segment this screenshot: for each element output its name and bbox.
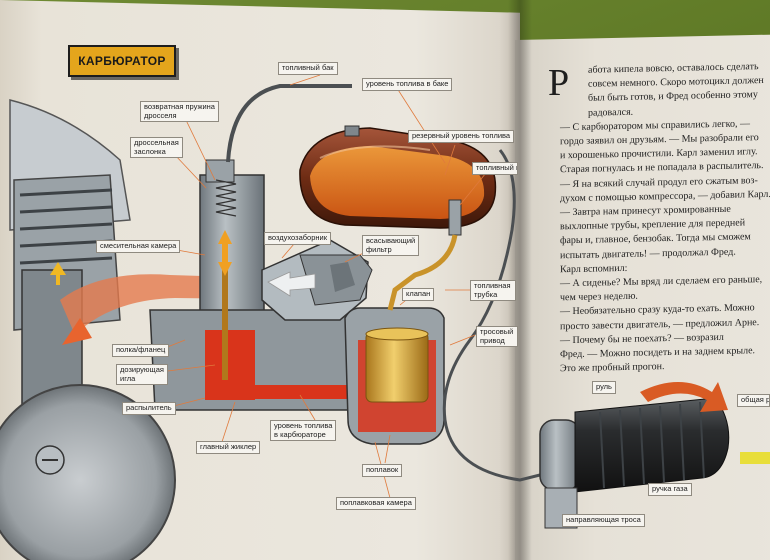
label-fuel-level-tank: уровень топлива в баке — [362, 78, 453, 91]
label-fuel-tank: топливный бак — [278, 62, 338, 75]
label-air-intake: воздухозаборник — [264, 232, 332, 245]
label-shelf-flange: полка/фланец — [112, 344, 170, 357]
label-sprayer: распылитель — [122, 402, 176, 415]
engine-fins — [9, 99, 131, 411]
fuel-tank — [299, 125, 497, 311]
label-float-chamber: поплавковая камера — [336, 497, 416, 510]
label-brake: общая ручка — [737, 394, 770, 407]
label-valve: клапан — [402, 288, 435, 301]
float-chamber — [344, 307, 445, 445]
label-handlebar: руль — [592, 381, 616, 394]
flywheel — [0, 384, 176, 560]
diagram-title: КАРБЮРАТОР — [68, 45, 176, 77]
label-mixing-chamber: смесительная камера — [96, 240, 181, 253]
label-fuel-tap: топливный кран — [472, 162, 518, 175]
label-reserve-level: резервный уровень топлива — [408, 130, 515, 143]
label-cable-guide: направляющая троса — [562, 514, 645, 527]
yellow-note-tab — [740, 452, 770, 464]
label-throttle-grip: ручка газа — [648, 483, 692, 496]
label-float: поплавок — [362, 464, 403, 477]
drop-cap: Р — [548, 62, 570, 104]
label-main-jet: главный жиклер — [196, 441, 261, 454]
handlebar — [539, 382, 730, 529]
